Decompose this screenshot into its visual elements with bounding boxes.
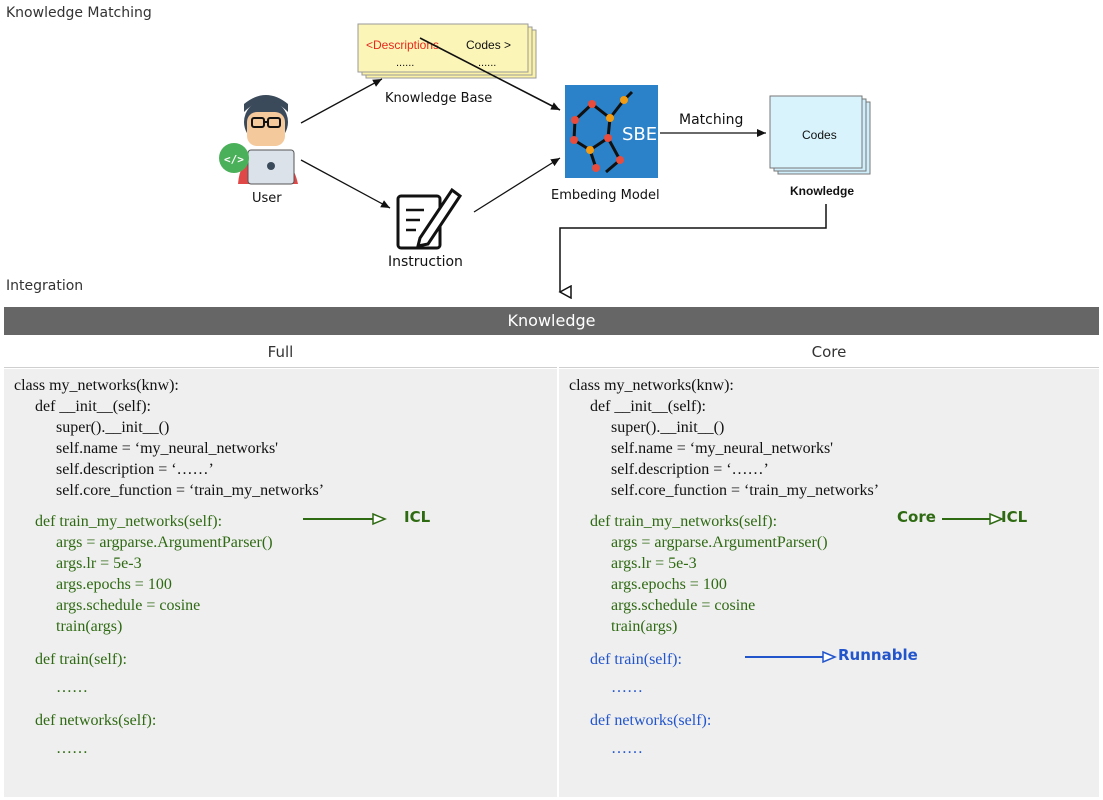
instruction-icon (396, 187, 463, 250)
arrow-user-to-instruction (300, 159, 391, 209)
code-line: args.lr = 5e-3 (56, 555, 142, 572)
code-line: self.description = ‘……’ (56, 461, 214, 478)
column-divider (557, 337, 559, 797)
arrow-user-to-kb (300, 78, 383, 124)
codes-node: Codes (769, 95, 871, 175)
knowledge-base-node: <Descriptions Codes > ...... ...... (357, 23, 537, 79)
code-line: train(args) (611, 618, 678, 635)
runnable-arrow (745, 650, 837, 664)
code-line: args.epochs = 100 (611, 576, 727, 593)
tag-icl-core: ICL (1001, 508, 1028, 526)
svg-text:<Descriptions: <Descriptions (366, 38, 439, 52)
code-line: def __init__(self): (35, 398, 151, 415)
code-line: def train_my_networks(self): (590, 513, 778, 530)
code-line: args = argparse.ArgumentParser() (611, 534, 828, 551)
code-line: self.description = ‘……’ (611, 461, 769, 478)
code-line: args.schedule = cosine (611, 597, 756, 614)
embedding-model-icon: SBE (565, 85, 658, 178)
core-icl-arrow (942, 512, 1004, 526)
code-line: args.schedule = cosine (56, 597, 201, 614)
kb-codes-text: Codes > (466, 38, 511, 52)
code-line: super().__init__() (56, 419, 170, 436)
codes-text: Codes (802, 128, 837, 142)
code-line: self.name = ‘my_neural_networks' (611, 440, 834, 457)
kb-dots-left: ...... (396, 57, 414, 69)
matching-label: Matching (679, 112, 743, 128)
tag-icl-full: ICL (404, 508, 431, 526)
code-line: args = argparse.ArgumentParser() (56, 534, 273, 551)
code-line: self.name = ‘my_neural_networks' (56, 440, 279, 457)
knowledge-matching-title: Knowledge Matching (6, 5, 152, 21)
instruction-label: Instruction (388, 254, 463, 270)
column-core-code: class my_networks(knw):def __init__(self… (559, 369, 1099, 797)
tag-core: Core (897, 508, 936, 526)
kb-dots-right: ...... (478, 57, 496, 69)
column-header-core: Core (559, 337, 1099, 368)
code-line: def networks(self): (590, 712, 712, 729)
svg-text:</>: </> (224, 153, 244, 166)
code-line: …… (56, 679, 88, 696)
code-line: def networks(self): (35, 712, 157, 729)
arrow-knowledge-to-integration (560, 204, 827, 292)
code-line: …… (611, 740, 643, 757)
model-sbe-text: SBE (622, 124, 657, 145)
knowledge-table: Knowledge Full Core class my_networks(kn… (4, 307, 1099, 797)
code-line: super().__init__() (611, 419, 725, 436)
kb-descriptions-text: <Descriptions (366, 38, 439, 52)
icl-arrow-full (303, 512, 387, 526)
knowledge-matching-diagram: <Descriptions Codes > ...... ...... Know… (219, 23, 871, 307)
user-icon: </> (219, 95, 298, 185)
code-line: def __init__(self): (590, 398, 706, 415)
code-line: class my_networks(knw): (569, 377, 734, 394)
table-header-knowledge: Knowledge (4, 307, 1099, 335)
tag-runnable: Runnable (838, 646, 918, 664)
code-line: class my_networks(knw): (14, 377, 179, 394)
arrow-instruction-to-model (473, 157, 561, 213)
integration-title: Integration (6, 278, 84, 294)
embedding-model-label: Embeding Model (551, 188, 660, 203)
column-header-full: Full (4, 337, 557, 368)
code-line: self.core_function = ‘train_my_networks’ (56, 482, 325, 499)
arrow-kb-to-model (419, 37, 561, 111)
knowledge-node-label: Knowledge (790, 184, 854, 198)
code-line: …… (611, 679, 643, 696)
column-full-code: class my_networks(knw):def __init__(self… (4, 369, 557, 797)
code-line: train(args) (56, 618, 123, 635)
code-line: def train_my_networks(self): (35, 513, 223, 530)
knowledge-base-label: Knowledge Base (385, 91, 492, 106)
code-line: def train(self): (590, 651, 682, 668)
code-line: …… (56, 740, 88, 757)
code-line: self.core_function = ‘train_my_networks’ (611, 482, 880, 499)
user-label: User (252, 191, 282, 206)
code-line: args.epochs = 100 (56, 576, 172, 593)
code-line: def train(self): (35, 651, 127, 668)
code-line: args.lr = 5e-3 (611, 555, 697, 572)
